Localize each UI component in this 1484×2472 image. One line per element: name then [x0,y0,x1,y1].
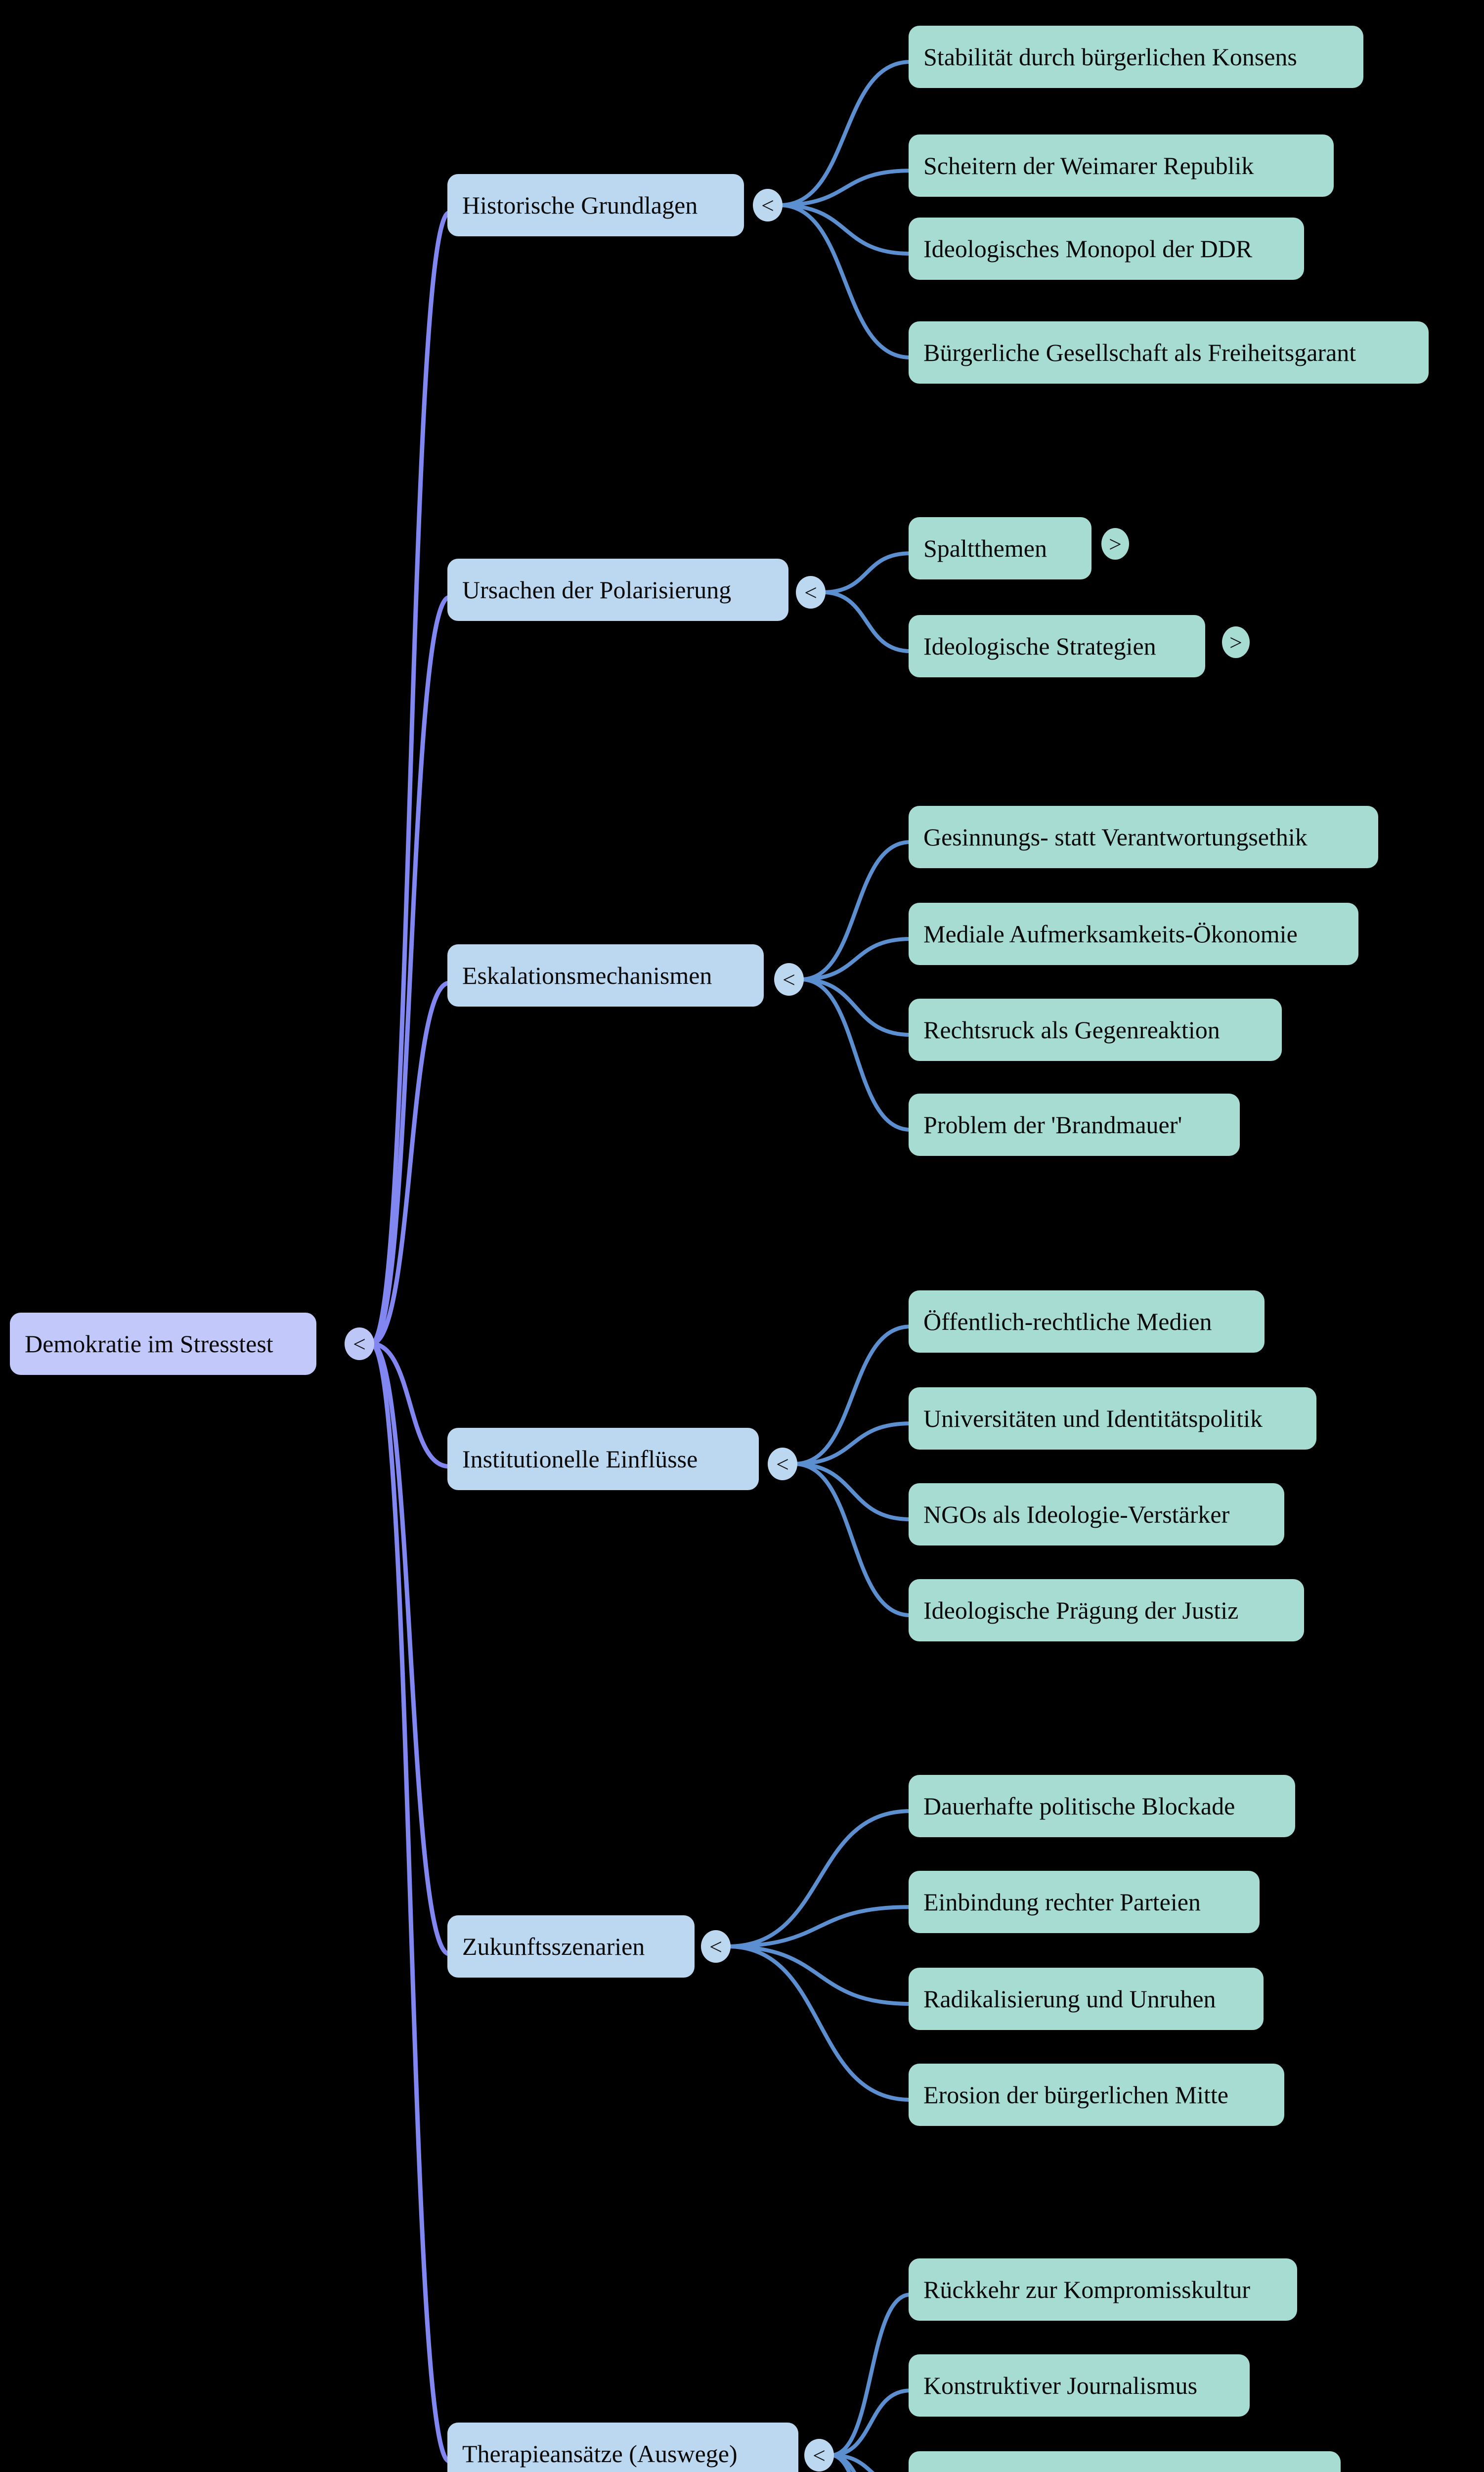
leaf-node-4-3-label: Erosion der bürgerlichen Mitte [923,2081,1228,2109]
edge [778,203,913,256]
leaf-node-0-0[interactable]: Stabilität durch bürgerlichen Konsens [909,26,1363,88]
edge [726,1944,913,2006]
edge [726,1905,913,1948]
edge [792,1421,913,1466]
leaf-node-1-0-label: Spaltthemen [923,534,1047,562]
leaf-node-0-3-label: Bürgerliche Gesellschaft als Freiheitsga… [923,339,1356,366]
edge [792,1462,913,1618]
leaf-node-4-2-label: Radikalisierung und Unruhen [923,1985,1216,2013]
branch-collapse-toggle-0[interactable]: < [753,189,783,221]
edge [792,1324,913,1466]
edge [369,1341,452,1469]
edge [726,1809,913,1948]
leaf-node-0-2-label: Ideologisches Monopol der DDR [923,235,1253,263]
leaf-node-3-2-label: NGOs als Ideologie-Verstärker [923,1501,1230,1528]
leaf-node-5-1[interactable]: Konstruktiver Journalismus [909,2354,1250,2417]
leaf-node-2-0[interactable]: Gesinnungs- statt Verantwortungsethik [909,806,1378,868]
leaf-node-1-0[interactable]: Spaltthemen [909,517,1091,579]
leaf-node-0-3[interactable]: Bürgerliche Gesellschaft als Freiheitsga… [909,321,1429,384]
edge [821,590,913,654]
edge [726,1944,913,2102]
leaf-node-2-2-label: Rechtsruck als Gegenreaktion [923,1016,1220,1044]
leaf-node-5-0-label: Rückkehr zur Kompromisskultur [923,2276,1251,2303]
edge [369,1341,452,1956]
leaf-node-2-0-label: Gesinnungs- statt Verantwortungsethik [923,823,1308,851]
leaf-node-5-2-label: Nüchterne Steuerung der Migration [923,2470,1275,2472]
edge [778,60,913,207]
edge [369,1341,452,2464]
leaf-node-3-3-label: Ideologische Prägung der Justiz [923,1596,1239,1624]
leaf-node-2-3[interactable]: Problem der 'Brandmauer' [909,1094,1240,1156]
edge [829,2293,913,2457]
branch-node-0[interactable]: Historische Grundlagen [447,174,744,236]
branch-node-3[interactable]: Institutionelle Einflüsse [447,1428,759,1490]
leaf-node-3-0-label: Öffentlich-rechtliche Medien [923,1308,1212,1335]
edge [369,595,452,1346]
leaf-node-2-1-label: Mediale Aufmerksamkeits-Ökonomie [923,920,1298,948]
leaf-node-2-1[interactable]: Mediale Aufmerksamkeits-Ökonomie [909,903,1358,965]
leaf-node-2-3-label: Problem der 'Brandmauer' [923,1111,1182,1139]
branch-node-1-label: Ursachen der Polarisierung [462,576,732,604]
edge [799,937,913,981]
leaf-node-4-3[interactable]: Erosion der bürgerlichen Mitte [909,2064,1284,2126]
branch-node-4-label: Zukunftsszenarien [462,1933,645,1960]
branch-collapse-toggle-4[interactable]: < [701,1930,731,1963]
leaf-node-4-1-label: Einbindung rechter Parteien [923,1888,1201,1916]
leaf-node-4-0[interactable]: Dauerhafte politische Blockade [909,1775,1295,1837]
leaf-node-4-2[interactable]: Radikalisierung und Unruhen [909,1968,1264,2030]
edge [829,2453,851,2472]
leaf-node-4-0-label: Dauerhafte politische Blockade [923,1792,1235,1820]
leaf-node-4-1[interactable]: Einbindung rechter Parteien [909,1871,1260,1933]
edge [799,840,913,981]
leaf-node-0-1-label: Scheitern der Weimarer Republik [923,152,1254,179]
leaf-node-0-2[interactable]: Ideologisches Monopol der DDR [909,218,1304,280]
leaf-node-3-0[interactable]: Öffentlich-rechtliche Medien [909,1290,1265,1353]
branch-collapse-toggle-5[interactable]: < [804,2439,834,2472]
edge [799,977,913,1132]
leaf-node-5-2[interactable]: Nüchterne Steuerung der Migration [909,2451,1341,2472]
edge [829,2453,875,2472]
branch-collapse-toggle-2[interactable]: < [774,963,804,996]
edge [829,2453,857,2472]
leaf-node-5-0[interactable]: Rückkehr zur Kompromisskultur [909,2258,1297,2321]
edge [799,977,913,1037]
leaf-node-1-1-label: Ideologische Strategien [923,632,1156,660]
edge [369,210,452,1346]
leaf-expand-toggle-1-0[interactable]: > [1101,528,1129,560]
edge [792,1462,913,1522]
root-node-label: Demokratie im Stresstest [25,1330,273,1358]
leaf-expand-toggle-1-1[interactable]: > [1222,626,1250,658]
branch-node-1[interactable]: Ursachen der Polarisierung [447,559,788,621]
branch-node-5[interactable]: Therapieansätze (Auswege) [447,2423,798,2472]
edge [369,980,452,1346]
edge [778,203,913,360]
leaf-node-0-1[interactable]: Scheitern der Weimarer Republik [909,134,1334,197]
leaf-node-3-2[interactable]: NGOs als Ideologie-Verstärker [909,1483,1284,1545]
branch-node-2[interactable]: Eskalationsmechanismen [447,944,764,1007]
branch-collapse-toggle-1[interactable]: < [796,576,826,609]
edge [821,551,913,594]
edge [778,169,913,207]
leaf-node-3-1[interactable]: Universitäten und Identitätspolitik [909,1387,1316,1450]
branch-node-3-label: Institutionelle Einflüsse [462,1445,698,1473]
leaf-node-1-1[interactable]: Ideologische Strategien [909,615,1205,677]
branch-collapse-toggle-3[interactable]: < [768,1448,797,1480]
root-collapse-toggle[interactable]: < [345,1327,374,1360]
branch-node-4[interactable]: Zukunftsszenarien [447,1915,695,1978]
leaf-node-3-3[interactable]: Ideologische Prägung der Justiz [909,1579,1304,1641]
leaf-node-0-0-label: Stabilität durch bürgerlichen Konsens [923,43,1297,71]
leaf-node-5-1-label: Konstruktiver Journalismus [923,2372,1198,2399]
leaf-node-3-1-label: Universitäten und Identitätspolitik [923,1405,1263,1432]
edge [829,2388,913,2457]
branch-node-2-label: Eskalationsmechanismen [462,962,712,989]
root-node[interactable]: Demokratie im Stresstest [10,1313,316,1375]
branch-node-0-label: Historische Grundlagen [462,191,698,219]
branch-node-5-label: Therapieansätze (Auswege) [462,2440,738,2468]
leaf-node-2-2[interactable]: Rechtsruck als Gegenreaktion [909,999,1282,1061]
